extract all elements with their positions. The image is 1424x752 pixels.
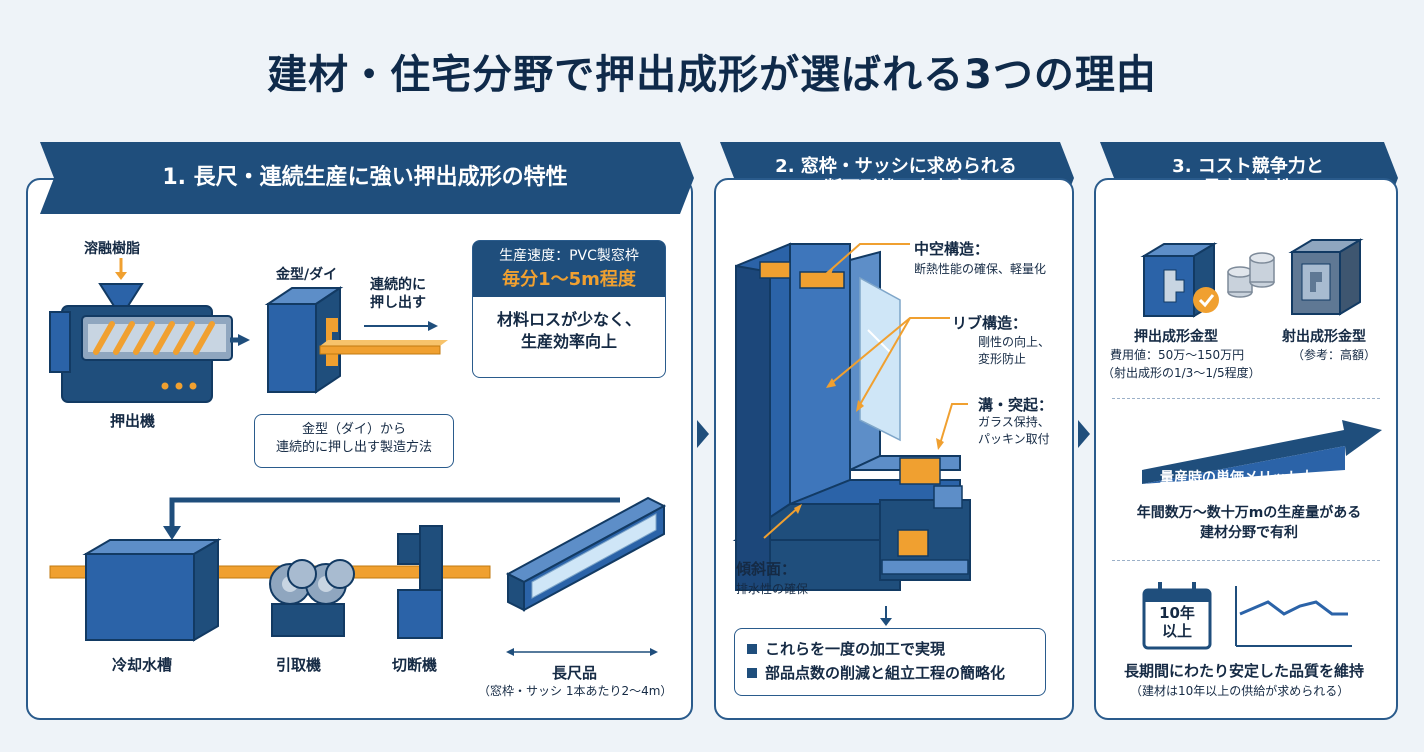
benefit-text: これらを一度の加工で実現 xyxy=(765,640,946,658)
next-arrow-1 xyxy=(697,420,709,448)
groove-note: ガラス保持、 パッキン取付 xyxy=(978,415,1050,446)
rib-title: リブ構造： xyxy=(952,314,1028,332)
speed-value: 毎分1〜5m程度 xyxy=(502,269,636,290)
slope-title: 傾斜面： xyxy=(736,560,797,578)
long-product-label: 長尺品 xyxy=(552,664,598,682)
slope-note: 排水性の確保 xyxy=(736,582,809,596)
page-title: 建材・住宅分野で押出成形が選ばれる3つの理由 xyxy=(267,52,1157,98)
speed-note: 材料ロスが少なく、 生産効率向上 xyxy=(496,310,641,352)
next-arrow-2 xyxy=(1078,420,1090,448)
cutter-label: 切断機 xyxy=(392,656,438,674)
benefits-box: これらを一度の加工で実現 部品点数の削減と組立工程の簡略化 xyxy=(734,628,1046,696)
inj-mold-label: 射出成形金型 xyxy=(1282,329,1366,345)
puller-label: 引取機 xyxy=(276,656,322,674)
cooling-label: 冷却水槽 xyxy=(112,656,173,674)
panel1-heading: 1. 長尺・連続生産に強い押出成形の特性 xyxy=(162,165,568,191)
long-product-note: （窓枠・サッシ 1本あたり2〜4m） xyxy=(478,684,673,698)
speed-callout: 生産速度：PVC製窓枠 毎分1〜5m程度 材料ロスが少なく、 生産効率向上 xyxy=(472,240,666,378)
die-note-callout: 金型（ダイ）から 連続的に押し出す製造方法 xyxy=(254,414,454,468)
groove-title: 溝・突起： xyxy=(978,396,1054,414)
hollow-title: 中空構造： xyxy=(914,240,990,258)
divider-2 xyxy=(1112,560,1380,561)
resin-label: 溶融樹脂 xyxy=(84,241,140,257)
extruder-label: 押出機 xyxy=(110,412,156,430)
rib-note: 剛性の向上、 変形防止 xyxy=(978,335,1051,366)
speed-header-box: 生産速度：PVC製窓枠 毎分1〜5m程度 xyxy=(473,241,665,297)
panel3-heading: 3. コスト競争力と 量産安定性 xyxy=(1172,155,1324,200)
ext-mold-ratio: （射出成形の1/3〜1/5程度） xyxy=(1102,366,1261,380)
continuous-label: 連続的に 押し出す xyxy=(370,277,426,312)
ext-mold-cost: 費用値：50万〜150万円 xyxy=(1110,348,1245,362)
inj-mold-cost: （参考：高額） xyxy=(1292,348,1377,362)
quality-note: 長期間にわたり安定した品質を維持 xyxy=(1124,662,1365,680)
merit-note: 年間数万〜数十万mの生産量がある 建材分野で有利 xyxy=(1136,505,1362,541)
benefit-text: 部品点数の削減と組立工程の簡略化 xyxy=(765,664,1006,682)
die-label: 金型/ダイ xyxy=(276,267,338,283)
die-note: 金型（ダイ）から 連続的に押し出す製造方法 xyxy=(275,422,432,456)
ext-mold-label: 押出成形金型 xyxy=(1134,329,1218,345)
panel2-heading: 2. 窓枠・サッシに求められる 断面形状の自由度 xyxy=(775,155,1017,200)
speed-title: 生産速度：PVC製窓枠 xyxy=(499,248,639,264)
quality-sub: （建材は10年以上の供給が求められる） xyxy=(1130,684,1350,698)
benefit-item: これらを一度の加工で実現 xyxy=(747,637,1033,661)
calendar-text: 10年 以上 xyxy=(1159,604,1195,640)
benefit-item: 部品点数の削減と組立工程の簡略化 xyxy=(747,661,1033,685)
hollow-note: 断熱性能の確保、軽量化 xyxy=(914,262,1047,276)
merit-label: 量産時の単価メリット大 xyxy=(1160,470,1314,486)
divider-1 xyxy=(1112,398,1380,399)
